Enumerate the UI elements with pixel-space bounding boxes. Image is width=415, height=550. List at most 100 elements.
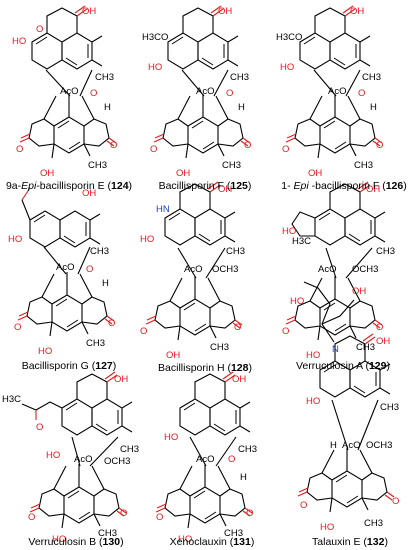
compound-number: 126 [385,180,404,192]
atom-label: OH [218,184,232,195]
atom-label: HO [12,36,26,47]
caption-name: Verruculosin B ( [28,536,103,548]
atom-label: OH [166,350,180,361]
atom-label: O [36,422,43,433]
atom-label: O [90,88,97,99]
atom-label: O [376,322,383,333]
caption-suffix: ) [250,536,255,548]
atom-label: HO [178,534,192,545]
atom-label: AcO [196,454,214,465]
atom-label: AcO [74,454,92,465]
atom-label: AcO [60,86,78,97]
structure-132 [297,281,395,513]
atom-label: CH3 [376,246,395,257]
atom-label: CH3 [210,342,229,353]
atom-label: O [150,144,157,155]
atom-label: CH3 [230,72,249,83]
caption-italic: Epi [21,180,37,192]
atom-label: OH [114,374,128,385]
structure-130 [21,371,133,529]
atom-label: OH [376,336,390,347]
atom-label: AcO [328,86,346,97]
atom-label: OH [352,286,366,297]
structure-128 [145,181,243,341]
caption-name: Bacillisporin G ( [21,360,96,372]
compound-caption-126: 1- Epi -bacillisporin F (126) [276,180,412,192]
compound-number: 128 [230,362,249,374]
atom-label: HO [140,234,154,245]
caption-italic: Epi [293,180,309,192]
atom-label: CH3 [238,444,257,455]
atom-label: O [110,140,117,151]
caption-name: Talauxin E ( [312,536,367,548]
atom-label: O [282,326,289,337]
atom-label: O [376,140,383,151]
atom-label: HO [148,62,162,73]
atom-label: H [330,440,337,451]
atom-label: CH3 [380,402,399,413]
atom-label: CH3 [224,528,243,539]
atom-label: HO [164,432,178,443]
atom-label: O [14,322,21,333]
caption-name: Bacillisporin H ( [158,362,231,374]
atom-label: CH3 [90,246,109,257]
atom-label: O [140,326,147,337]
atom-label: HO [280,62,294,73]
atom-label: H [102,278,109,289]
structure-125 [153,5,251,159]
atom-label: O [246,508,253,519]
atom-label: HO [306,350,320,361]
caption-suffix: ) [128,180,133,192]
atom-label: O [282,144,289,155]
atom-label: O [358,88,365,99]
atom-label: HO [320,522,334,533]
atom-label: O [300,500,307,511]
atom-label: CH3 [120,444,139,455]
atom-label: OH [40,168,54,179]
atom-label: OCH3 [212,264,238,275]
caption-suffix: ) [120,536,124,548]
atom-label: H [104,102,111,113]
compound-caption-131: Xenoclauxin (131) [150,536,274,548]
atom-label: O [28,512,35,523]
atom-label: N [332,344,339,355]
atom-label: OH [82,188,96,199]
compound-caption-124: 9a-Epi-bacillisporin E (124) [4,180,134,192]
atom-label: OH [366,184,380,195]
atom-label: OCH3 [366,440,392,451]
atom-label: CH3 [86,338,105,349]
compound-caption-129: Verruculosin A (129) [278,360,408,372]
compound-caption-127: Bacillisporin G (127) [4,360,134,372]
atom-label: CH3 [362,72,381,83]
caption-name: Bacillisporin F ( [158,180,231,192]
structure-126 [285,5,383,159]
atom-label: H3C [292,236,311,247]
caption-suffix: ) [248,362,252,374]
atom-label: OH [218,6,232,17]
atom-label: AcO [342,440,360,451]
atom-label: HO [8,234,22,245]
caption-suffix: ) [112,360,117,372]
atom-label: AcO [56,262,74,273]
atom-label: H3CO [276,32,302,43]
compound-number: 130 [102,536,121,548]
atom-label: HO [38,346,52,357]
atom-label: HO [306,396,320,407]
atom-label: AcO [196,86,214,97]
atom-label: CH3 [88,160,107,171]
caption-suffix: ) [403,180,407,192]
atom-label: HO [282,226,296,237]
caption-suffix: ) [247,180,252,192]
caption-prefix: 9a- [5,180,22,192]
structure-127 [17,187,115,337]
atom-label: OH [82,6,96,17]
caption-prefix: 1- [281,180,294,192]
atom-label: OH [350,6,364,17]
atom-label: H3CO [142,32,168,43]
atom-label: CH3 [354,160,373,171]
atom-label: O [392,496,399,507]
atom-label: OH [232,374,246,385]
atom-label: H [240,472,247,483]
atom-label: CH3 [226,246,245,257]
atom-label: AcO [318,264,336,275]
